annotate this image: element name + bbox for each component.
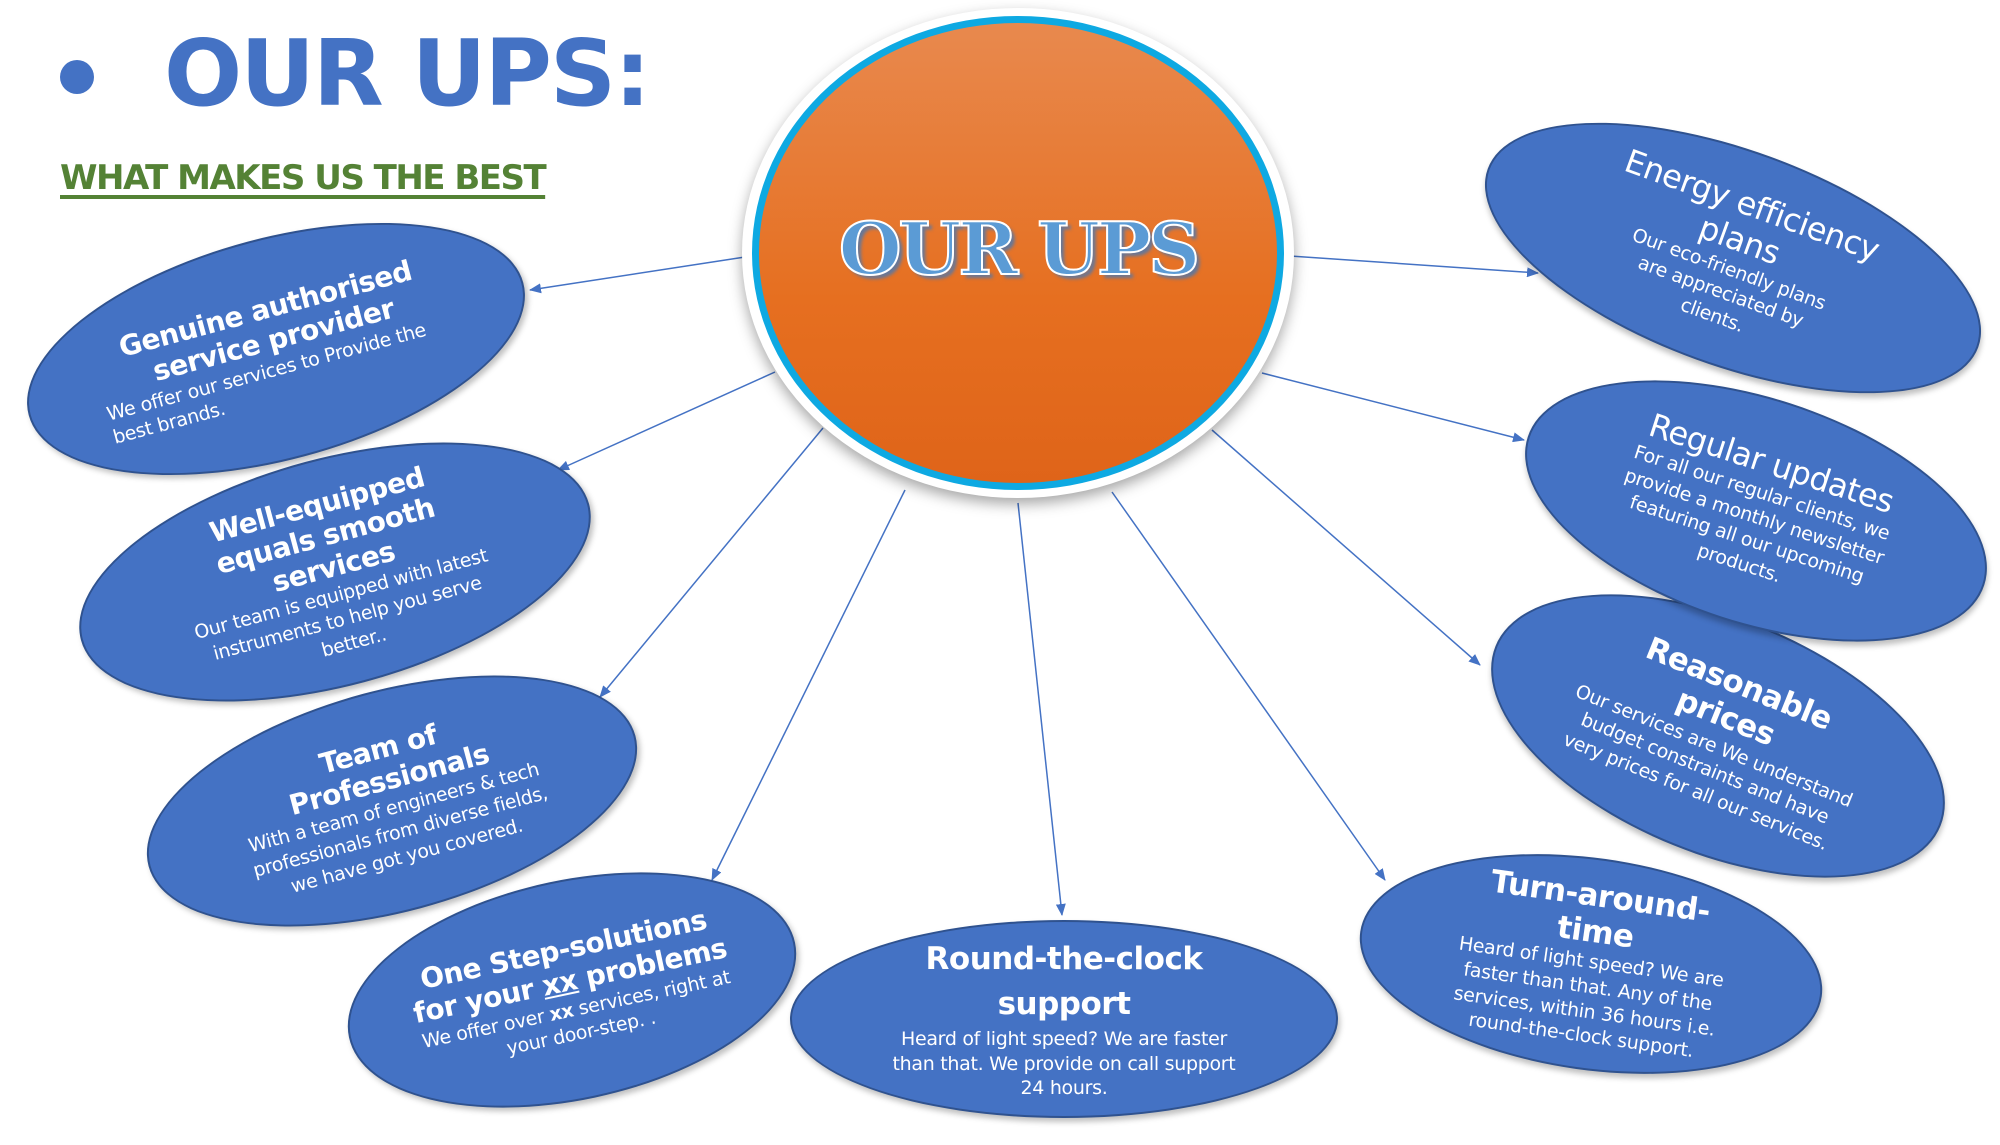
connector-turnaround — [1111, 491, 1386, 881]
connector-team — [599, 427, 824, 698]
connector-updates — [1261, 372, 1525, 443]
connector-one-step — [711, 489, 906, 881]
slide-title: OUR UPS: — [164, 20, 651, 127]
node-title: Round-the-clock support — [925, 941, 1203, 1022]
hub-circle: OUR UPS — [752, 16, 1284, 490]
slide-heading-row: OUR UPS: — [60, 20, 651, 127]
connector-genuine — [529, 256, 746, 294]
node-description: Heard of light speed? We are faster than… — [892, 1027, 1236, 1100]
node-round-the-clock: Round-the-clock support Heard of light s… — [790, 920, 1338, 1118]
connector-round-the-clock — [1017, 502, 1066, 916]
connector-prices — [1211, 429, 1481, 666]
hub-label: OUR UPS — [838, 205, 1201, 292]
central-hub: OUR UPS — [742, 8, 1294, 498]
connector-energy — [1289, 255, 1539, 278]
connector-well-equipped — [557, 371, 776, 471]
bullet-icon — [60, 60, 94, 94]
slide-subtitle: WHAT MAKES US THE BEST — [60, 158, 547, 198]
